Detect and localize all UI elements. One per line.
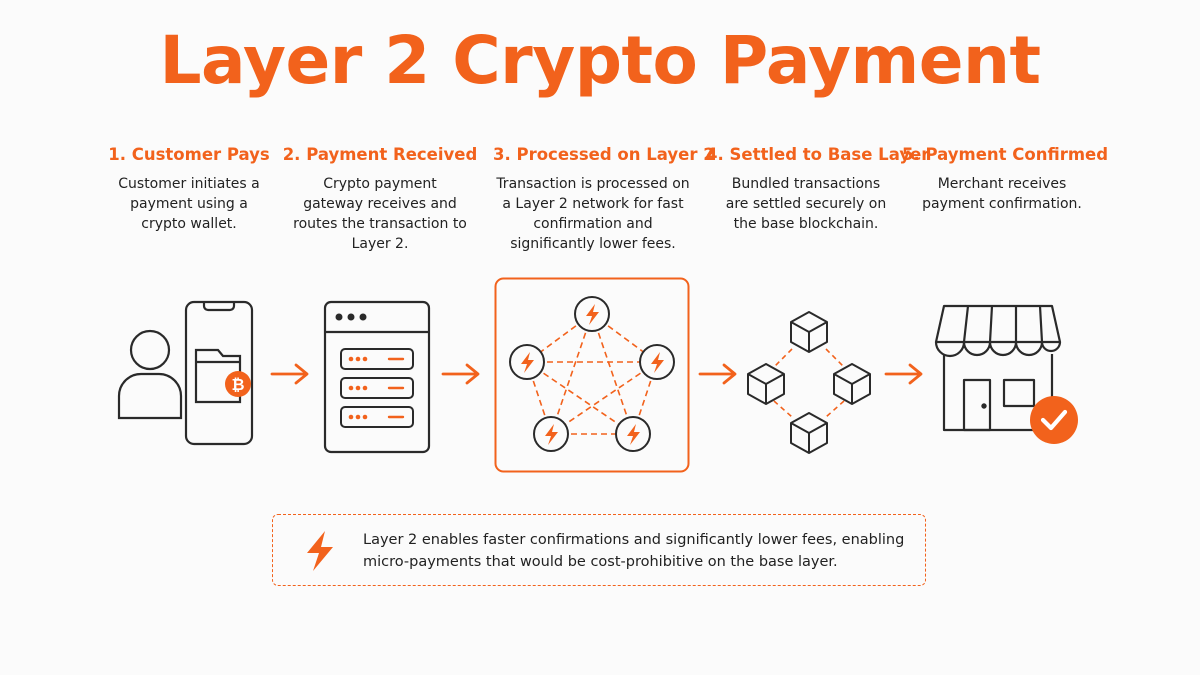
- network-node: [574, 296, 610, 332]
- step-processed-layer2: 3. Processed on Layer 2 Transaction is p…: [493, 145, 715, 254]
- server-icon: [323, 300, 431, 454]
- step-payment-confirmed: 5. Payment Confirmed Merchant receives p…: [902, 145, 1109, 214]
- step-description: Crypto payment gateway receives and rout…: [293, 176, 467, 252]
- block: [833, 363, 871, 405]
- user-icon: [117, 329, 183, 420]
- network-node: [615, 416, 651, 452]
- block: [747, 363, 785, 405]
- step-description: Merchant receives payment confirmation.: [922, 176, 1082, 212]
- layer2-network-icon: [494, 277, 690, 473]
- arrow-right-icon: [698, 363, 737, 385]
- block: [790, 311, 828, 353]
- note-text: Layer 2 enables faster confirmations and…: [363, 532, 905, 570]
- merchant-illustration: [934, 304, 1078, 444]
- network-node: [639, 344, 675, 380]
- info-note: Layer 2 enables faster confirmations and…: [272, 514, 926, 586]
- step-description: Transaction is processed on a Layer 2 ne…: [496, 176, 690, 252]
- blockchain-blocks-icon: [747, 311, 871, 454]
- step-settled-base-layer: 4. Settled to Base Layer Bundled transac…: [706, 145, 930, 234]
- step-title: 5. Payment Confirmed: [902, 145, 1109, 164]
- lightning-icon: [307, 531, 333, 571]
- step-title: 1. Customer Pays: [108, 145, 270, 164]
- step-title: 3. Processed on Layer 2: [493, 145, 715, 164]
- network-node: [509, 344, 545, 380]
- step-title: 2. Payment Received: [282, 145, 478, 164]
- page-title: Layer 2 Crypto Payment: [159, 22, 1041, 99]
- svg-text:₿: ₿: [231, 375, 244, 394]
- bitcoin-icon: ₿: [225, 371, 251, 397]
- arrow-right-icon: [441, 363, 480, 385]
- customer-pays-illustration: ₿: [117, 300, 254, 446]
- network-node: [533, 416, 569, 452]
- block: [790, 412, 828, 454]
- step-payment-received: 2. Payment Received Crypto payment gatew…: [280, 145, 480, 254]
- step-description: Customer initiates a payment using a cry…: [118, 176, 260, 232]
- storefront-icon: [934, 304, 1062, 432]
- checkmark-badge-icon: [1030, 396, 1078, 444]
- arrow-right-icon: [270, 363, 309, 385]
- step-title: 4. Settled to Base Layer: [706, 145, 930, 164]
- arrow-right-icon: [884, 363, 923, 385]
- step-description: Bundled transactions are settled securel…: [725, 176, 887, 232]
- step-customer-pays: 1. Customer Pays Customer initiates a pa…: [89, 145, 289, 234]
